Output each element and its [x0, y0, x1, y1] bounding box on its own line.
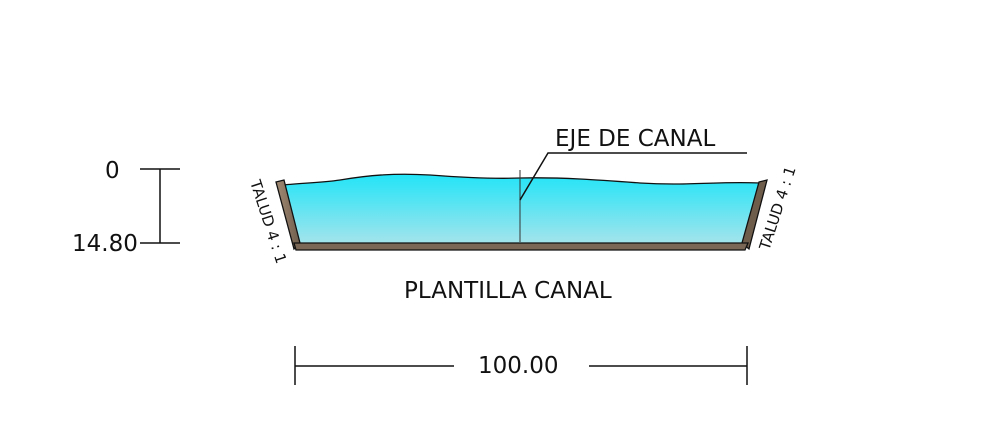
- water-surface-line: [283, 173, 761, 186]
- horizontal-dim-value: 100.00: [478, 353, 558, 379]
- canal-axis-label: EJE DE CANAL: [555, 126, 715, 152]
- canal-water: [284, 174, 760, 243]
- vertical-dim-bottom-value: 14.80: [72, 231, 138, 257]
- right-slope-label: TALUD 4 : 1: [755, 164, 799, 253]
- right-bank-lining: [741, 179, 768, 251]
- canal-bottom-lining: [293, 242, 749, 251]
- vertical-dimension: [140, 168, 180, 244]
- canal-bottom-label: PLANTILLA CANAL: [404, 278, 612, 304]
- horizontal-dimension: [294, 346, 748, 385]
- vertical-dim-top-value: 0: [105, 158, 120, 184]
- axis-leader-line: [519, 152, 747, 201]
